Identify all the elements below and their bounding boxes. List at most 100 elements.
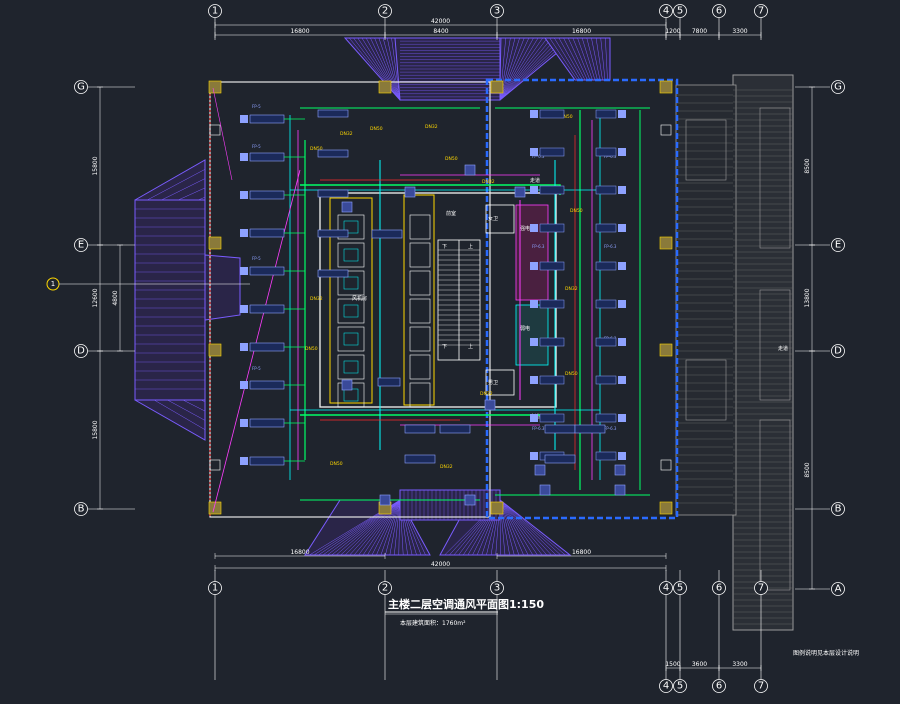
equipment-tag: FP-5: [252, 366, 261, 371]
dimension-value: 1200: [665, 28, 680, 35]
core-cell-right: [410, 271, 430, 295]
dimension-value: 13800: [804, 288, 811, 307]
fan-coil-unit: [250, 419, 284, 427]
fan-coil-unit: [618, 262, 626, 270]
roof-top-far-right: [545, 38, 610, 80]
axis-label-bottom: 4: [663, 583, 669, 594]
air-diffuser: [535, 465, 545, 475]
axis-label-top: 5: [677, 6, 683, 17]
stair-label-down-2: 下: [442, 344, 447, 350]
equipment-tag: FP-6.3: [604, 426, 617, 431]
axis-label-left: D: [77, 346, 85, 357]
fan-coil-unit: [545, 425, 575, 433]
axis-label-bottom-2: 6: [716, 681, 722, 692]
axis-label-left: G: [77, 82, 85, 93]
fan-coil-unit: [575, 425, 605, 433]
air-diffuser: [465, 165, 475, 175]
fan-coil-unit: [530, 300, 538, 308]
fan-coil-unit: [618, 148, 626, 156]
axis-label-top: 3: [494, 6, 500, 17]
equipment-tag: FP-5: [252, 144, 261, 149]
core-cell-left: [338, 327, 364, 351]
fan-coil-unit: [378, 378, 400, 386]
pipe-size-label: DN32: [565, 286, 578, 292]
axis-label-bottom-2: 7: [758, 681, 764, 692]
fan-coil-unit: [250, 381, 284, 389]
axis-label-right: A: [835, 584, 842, 595]
fan-coil-unit: [250, 457, 284, 465]
column: [660, 81, 672, 93]
fan-coil-unit: [250, 115, 284, 123]
fan-coil-unit: [618, 414, 626, 422]
axis-label-bottom: 3: [494, 583, 500, 594]
air-diffuser: [342, 202, 352, 212]
fan-coil-unit: [530, 414, 538, 422]
dimension-value: 15800: [92, 156, 99, 175]
core-cell-right: [410, 243, 430, 267]
fan-coil-unit: [440, 425, 470, 433]
axis-label-right: B: [835, 504, 842, 515]
fan-coil-unit: [250, 191, 284, 199]
adjacent-building: 走道: [676, 75, 793, 630]
column: [660, 237, 672, 249]
column-small: [210, 460, 220, 470]
axis-label-right: E: [835, 240, 841, 251]
core-room-label-center: 前室: [446, 210, 456, 217]
fan-coil-unit: [530, 148, 538, 156]
dimension-value: 42000: [431, 561, 450, 568]
dimension-value: 16800: [572, 549, 591, 556]
core-cell-left: [338, 243, 364, 267]
axis-label-bottom: 7: [758, 583, 764, 594]
pipe-size-label: DN50: [330, 461, 343, 467]
roof-left-front: [135, 200, 205, 400]
pipe-size-label: DN32: [482, 179, 495, 185]
air-diffuser: [405, 187, 415, 197]
axis-label-top: 1: [212, 6, 218, 17]
adjacent-room-label: 走道: [778, 345, 788, 352]
fan-coil-unit: [318, 190, 348, 197]
fan-coil-unit: [530, 110, 538, 118]
pipe-size-label: DN50: [305, 346, 318, 352]
fan-coil-unit: [372, 230, 402, 238]
fan-coil-unit: [250, 343, 284, 351]
column-small: [661, 125, 671, 135]
dimension-value: 16800: [290, 28, 309, 35]
dimension-value: 3300: [732, 661, 747, 668]
pipe-size-label: DN50: [565, 371, 578, 377]
column: [209, 237, 221, 249]
axis-label-bottom: 2: [382, 583, 388, 594]
fan-coil-unit: [250, 305, 284, 313]
equipment-tag: FP-6.3: [532, 426, 545, 431]
column: [660, 502, 672, 514]
air-diffuser: [615, 465, 625, 475]
dimension-value: 16800: [290, 549, 309, 556]
fan-coil-unit: [618, 110, 626, 118]
air-diffuser: [485, 400, 495, 410]
axis-label-bottom: 1: [212, 583, 218, 594]
air-diffuser: [380, 495, 390, 505]
fan-coil-unit: [530, 262, 538, 270]
column: [660, 344, 672, 356]
core-cell-left: [338, 355, 364, 379]
fan-coil-unit: [618, 186, 626, 194]
fan-coil-unit: [618, 224, 626, 232]
stair-label-up-2: 上: [468, 343, 473, 350]
column-small: [661, 460, 671, 470]
column: [209, 81, 221, 93]
equipment-tag: FP-5: [252, 256, 261, 261]
fan-coil-unit: [618, 338, 626, 346]
room-label-b: 男卫: [488, 380, 498, 386]
dimension-value: 8500: [804, 158, 811, 173]
axis-label-top: 7: [758, 6, 764, 17]
dimension-value: 3300: [732, 28, 747, 35]
core-cell-right: [410, 215, 430, 239]
axis-label-left: E: [78, 240, 84, 251]
dimension-value: 4800: [112, 290, 119, 305]
dimension-value: 16800: [572, 28, 591, 35]
fan-coil-unit: [250, 153, 284, 161]
equipment-tag: FP-5: [252, 104, 261, 109]
axis-label-bottom-2: 4: [663, 681, 669, 692]
fan-coil-unit: [545, 455, 575, 463]
